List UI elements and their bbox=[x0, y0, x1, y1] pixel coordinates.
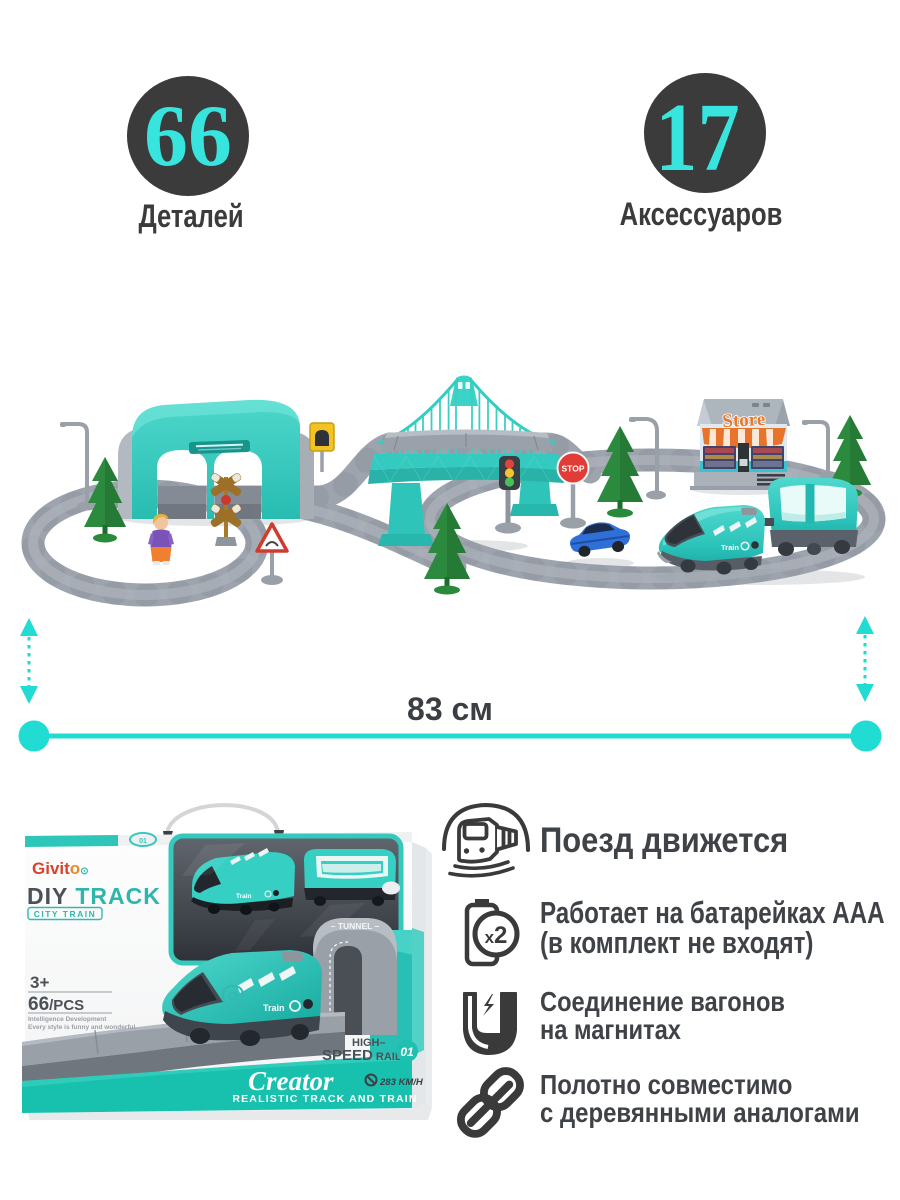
svg-text:3+: 3+ bbox=[30, 973, 49, 992]
svg-text:01: 01 bbox=[400, 1045, 414, 1059]
svg-text:01: 01 bbox=[139, 838, 147, 845]
svg-text:Train: Train bbox=[721, 543, 739, 552]
svg-text:Store: Store bbox=[722, 409, 766, 432]
svg-text:Every style is funny and wonde: Every style is funny and wonderful bbox=[28, 1024, 135, 1031]
svg-text:SPEED RAIL: SPEED RAIL bbox=[322, 1047, 402, 1064]
svg-text:DIY TRACK: DIY TRACK bbox=[27, 883, 161, 909]
svg-text:Train: Train bbox=[263, 1003, 285, 1013]
svg-text:66/PCS: 66/PCS bbox=[28, 994, 84, 1015]
svg-text:283 KM/H: 283 KM/H bbox=[379, 1077, 424, 1088]
svg-text:HIGH–: HIGH– bbox=[352, 1037, 386, 1049]
svg-text:STOP: STOP bbox=[562, 464, 585, 474]
svg-text:Train: Train bbox=[236, 893, 252, 900]
svg-text:CITY TRAIN: CITY TRAIN bbox=[34, 909, 97, 919]
svg-text:Intelligence Development: Intelligence Development bbox=[28, 1016, 107, 1023]
svg-text:– TUNNEL –: – TUNNEL – bbox=[331, 921, 380, 931]
svg-text:Creator: Creator bbox=[248, 1066, 334, 1096]
svg-text:x2: x2 bbox=[485, 922, 508, 949]
svg-text:Givito⊙: Givito⊙ bbox=[32, 859, 89, 878]
svg-text:REALISTIC TRACK AND TRAIN: REALISTIC TRACK AND TRAIN bbox=[232, 1093, 417, 1105]
